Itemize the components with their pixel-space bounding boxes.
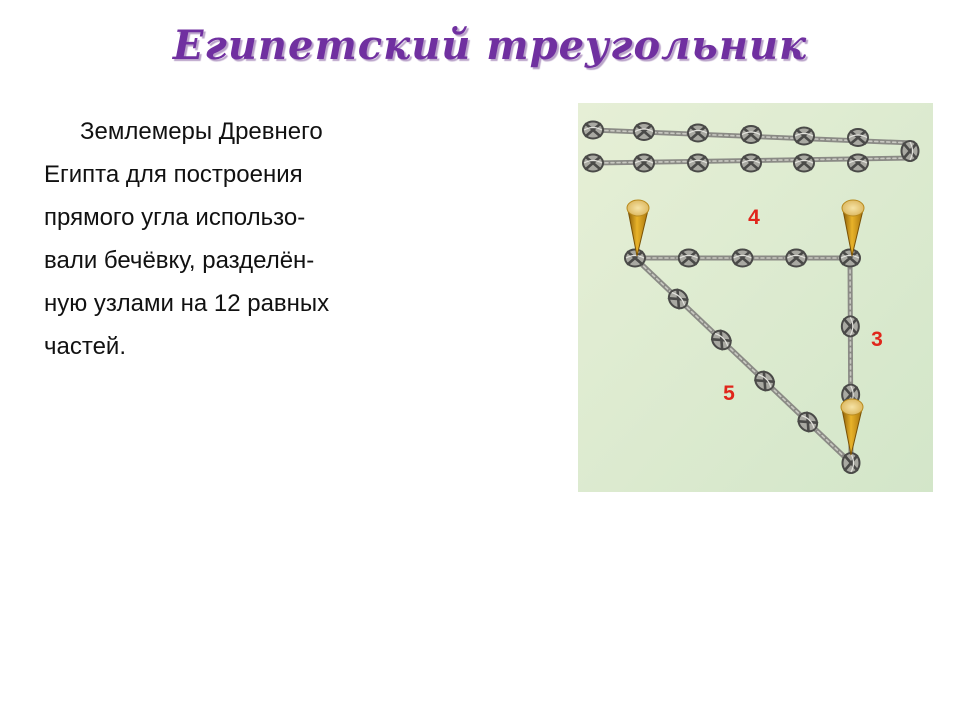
- knot-highlight: [634, 159, 654, 164]
- knot-cross: [843, 318, 858, 335]
- knot-highlight: [741, 131, 761, 136]
- knot-cross: [635, 124, 653, 139]
- rope-knot: [793, 153, 815, 173]
- body-text: Землемеры Древнего Египта для построения…: [44, 110, 444, 368]
- knot-highlight: [688, 129, 708, 134]
- text-line-6: частей.: [44, 333, 126, 360]
- knot-cross: [849, 130, 867, 145]
- rope-knot: [840, 315, 860, 338]
- text-line-3: прямого угла использо-: [44, 204, 306, 231]
- stake-layer: [626, 199, 865, 456]
- knot-cross: [689, 125, 707, 141]
- knot-cross: [795, 128, 813, 144]
- knot-highlight: [714, 333, 729, 347]
- rope-knot: [740, 153, 762, 173]
- knot-highlight: [758, 374, 772, 388]
- rope-knot: [847, 128, 869, 147]
- stake-bottom: [840, 398, 864, 456]
- knot-cross: [787, 250, 805, 266]
- knot-highlight: [848, 159, 868, 164]
- knot-cross: [680, 250, 698, 266]
- knot-highlight: [634, 128, 654, 133]
- knot-cross: [742, 155, 760, 171]
- rope-triangle-drawing: 4 3 5: [578, 103, 933, 492]
- knot-cross: [667, 288, 689, 310]
- knot-cross: [584, 122, 602, 138]
- knot-cross: [742, 127, 760, 142]
- knot-cross: [710, 329, 732, 351]
- knot-highlight: [583, 159, 603, 164]
- slide-title: Египетский треугольник: [172, 22, 808, 69]
- knot-highlight: [625, 254, 645, 259]
- knot-cross: [843, 454, 859, 472]
- knot-highlight: [849, 317, 854, 336]
- knot-highlight: [741, 159, 761, 164]
- stake-top: [626, 199, 650, 217]
- rope-knot: [900, 140, 920, 162]
- side-label-4: 4: [748, 206, 760, 229]
- rope-knot: [847, 153, 869, 173]
- rope-knot: [624, 248, 646, 268]
- knot-highlight: [679, 254, 699, 259]
- text-line-5: ную узлами на 12 равных: [44, 290, 330, 317]
- knot-highlight: [850, 453, 855, 473]
- knot-cross: [902, 142, 918, 160]
- knot-highlight: [583, 126, 603, 131]
- knot-cross: [635, 155, 653, 171]
- knot-cross: [734, 250, 751, 266]
- knot-cross: [689, 155, 707, 171]
- egyptian-triangle-illustration: 4 3 5: [578, 103, 933, 492]
- rope-knot: [667, 288, 689, 310]
- rope-knot: [740, 125, 762, 144]
- knot-highlight: [671, 292, 686, 306]
- rope-knot: [687, 153, 709, 173]
- rope-knot: [839, 248, 861, 268]
- knot-cross: [797, 411, 819, 433]
- side-label-3: 3: [871, 328, 883, 351]
- knot-highlight: [848, 134, 868, 139]
- stake-left: [626, 199, 650, 257]
- rope-knot: [841, 452, 861, 474]
- rope-knot: [797, 411, 819, 433]
- knot-cross: [795, 155, 813, 171]
- stake-top: [841, 199, 865, 217]
- text-line-2: Египта для построения: [44, 161, 303, 188]
- stake-top: [840, 398, 864, 416]
- knot-cross: [584, 155, 602, 171]
- rope-knot: [687, 123, 709, 143]
- knot-highlight: [688, 159, 708, 164]
- knot-highlight: [786, 254, 806, 259]
- rope-knot: [633, 153, 655, 173]
- text-line-4: вали бечёвку, разделён-: [44, 247, 315, 274]
- rope-knot: [785, 248, 808, 268]
- knot-cross: [849, 155, 867, 171]
- knot-highlight: [840, 254, 860, 259]
- knot-highlight: [794, 159, 814, 164]
- rope-knot: [793, 126, 815, 146]
- rope-knot: [582, 153, 604, 173]
- knot-cross: [754, 370, 776, 392]
- rope-knot: [731, 248, 754, 268]
- rope-knot: [582, 120, 604, 140]
- rope-knot: [633, 122, 655, 141]
- rope-knot: [677, 248, 700, 268]
- knot-layer: [582, 120, 920, 474]
- stake-right: [841, 199, 865, 257]
- side-label-5: 5: [723, 382, 735, 405]
- knot-highlight: [794, 132, 814, 137]
- knot-highlight: [801, 415, 815, 429]
- knot-cross: [841, 250, 859, 266]
- text-line-1: Землемеры Древнего: [80, 118, 323, 145]
- knot-highlight: [733, 254, 752, 259]
- knot-cross: [626, 250, 644, 266]
- knot-highlight: [909, 141, 914, 161]
